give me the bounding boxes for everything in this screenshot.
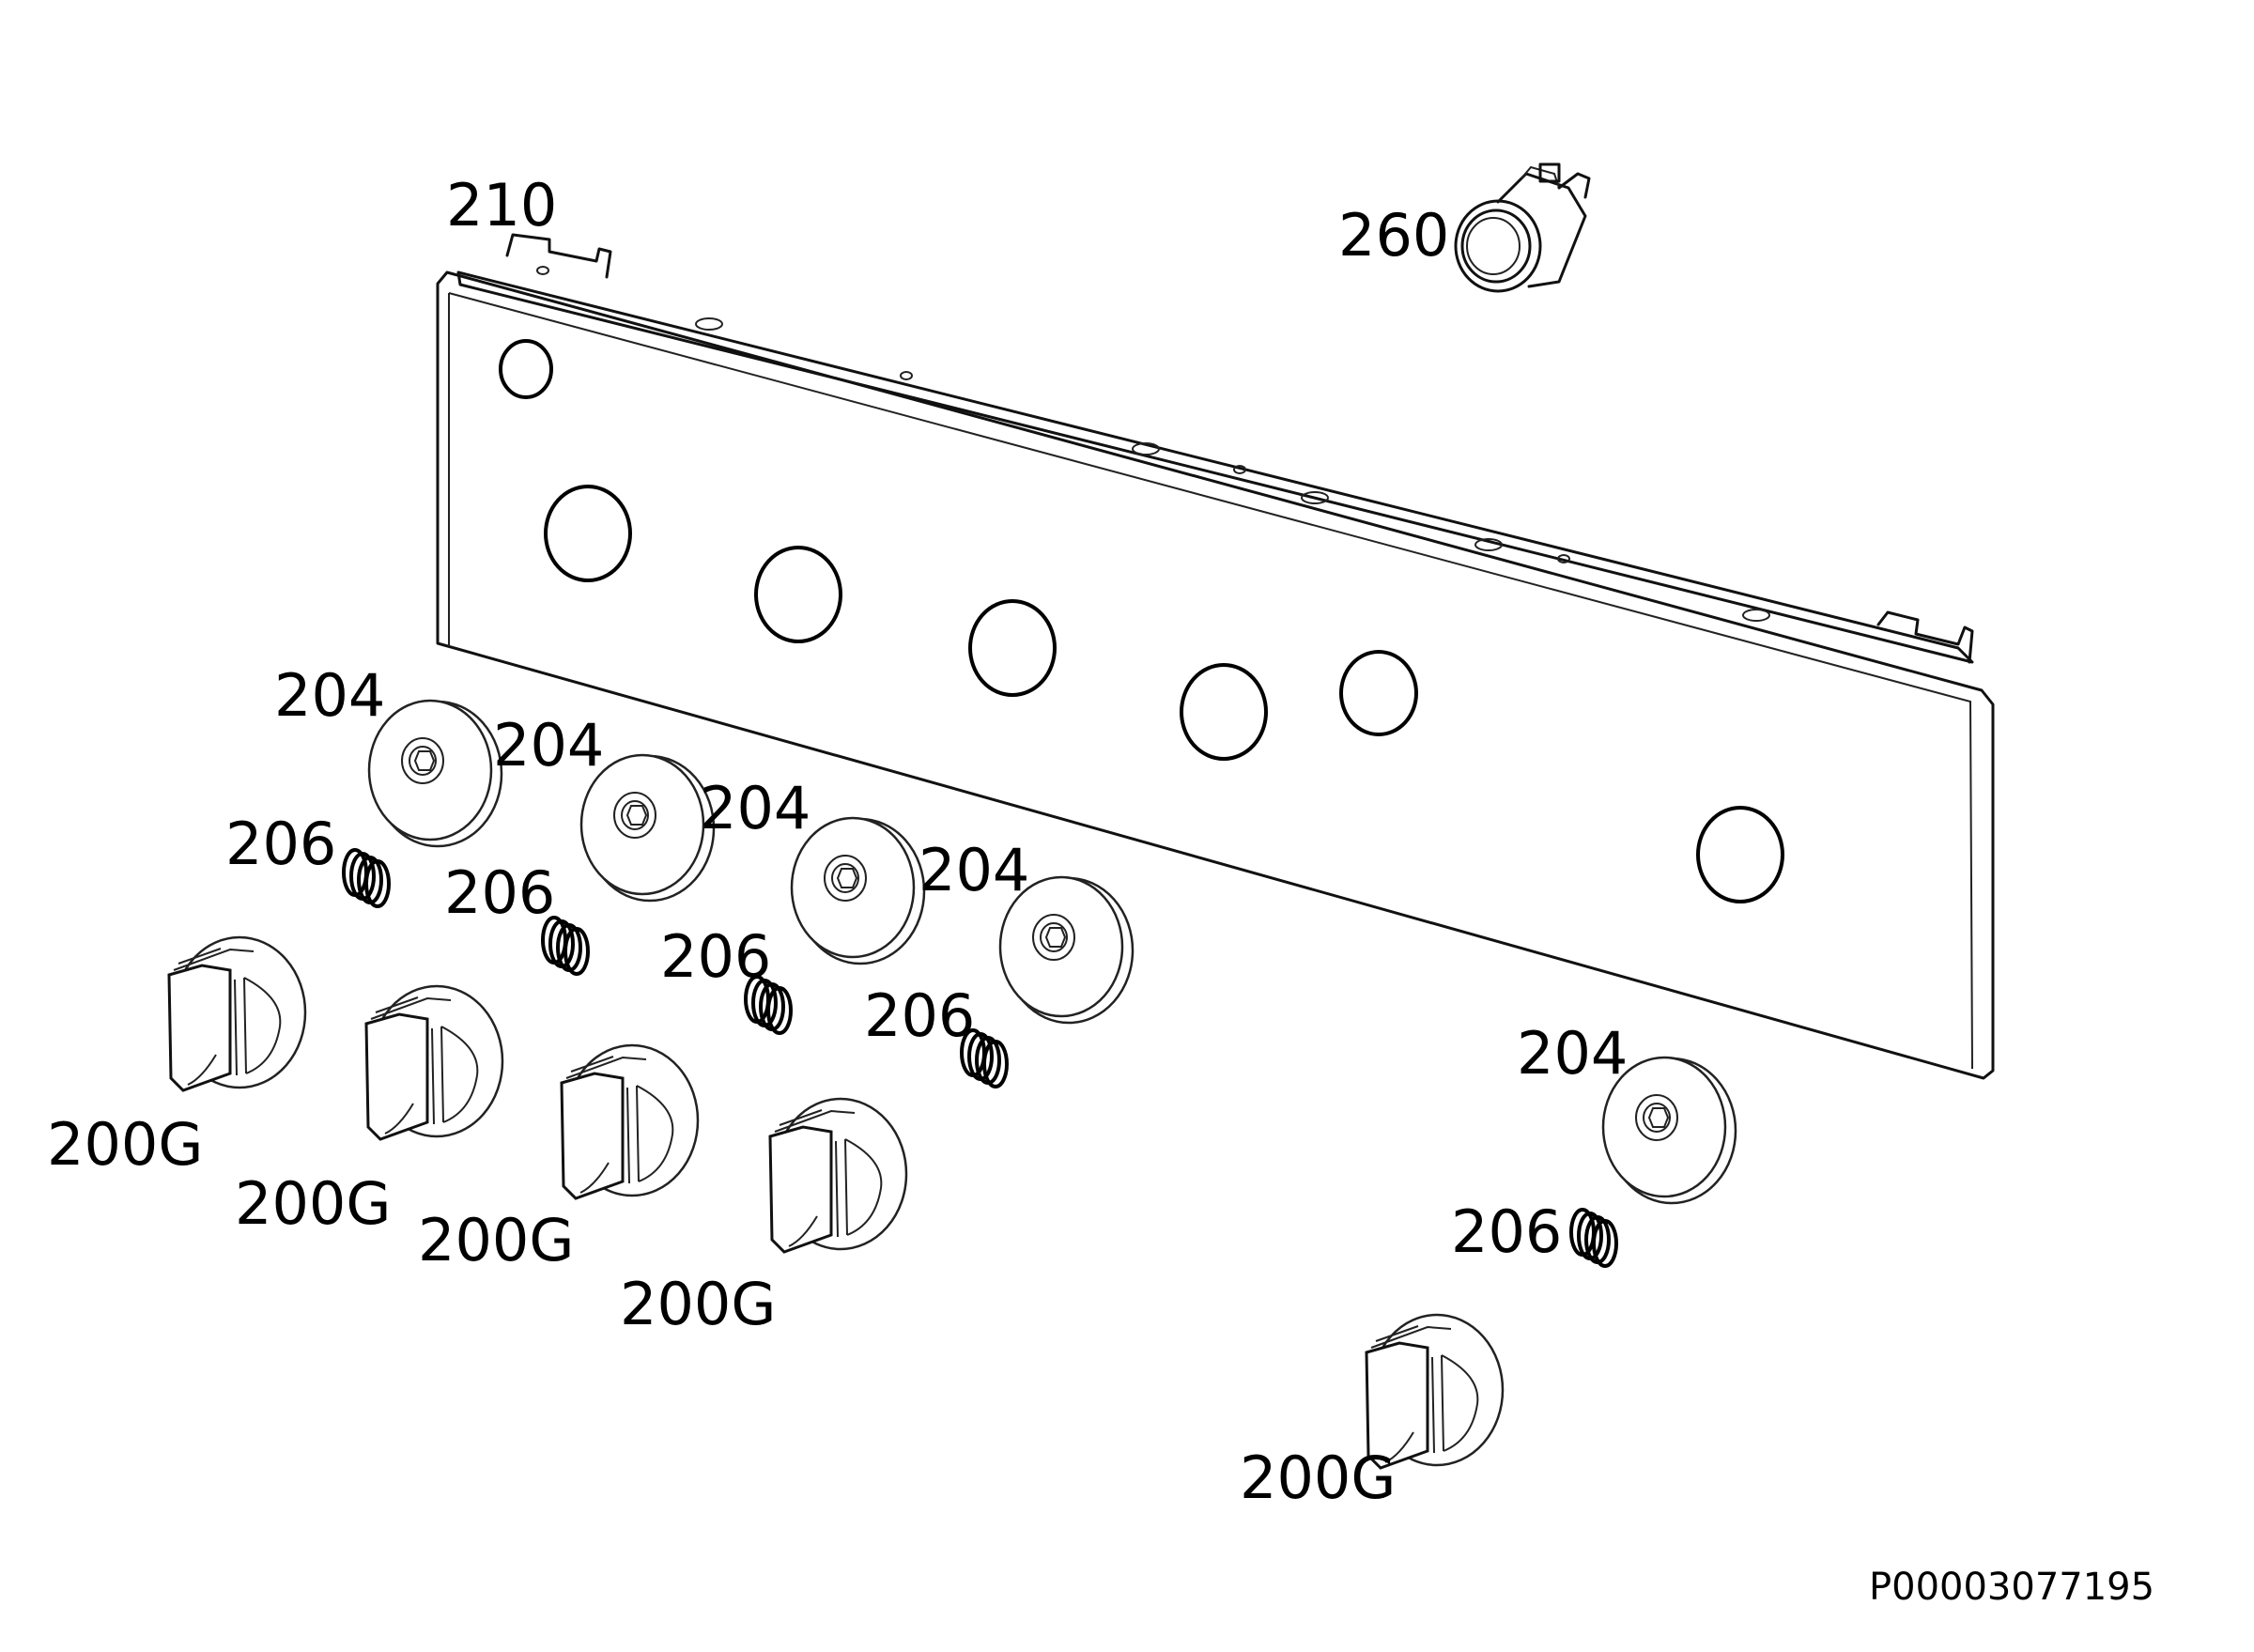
bezel-group [367,699,1737,1205]
bezel-ring [790,816,926,965]
indicator-lamp [1454,162,1591,293]
coil-spring [960,1028,1009,1088]
label-knob: 200G [47,1110,203,1179]
label-knob: 200G [418,1206,574,1274]
panel-holes [499,339,1784,903]
control-panel [436,233,1995,1080]
control-knob [560,1043,700,1200]
control-knob [167,935,307,1092]
bezel-ring [998,875,1135,1025]
label-bezel: 204 [700,774,811,842]
label-spring: 206 [864,981,975,1050]
coil-spring [744,975,793,1035]
label-spring: 206 [444,858,555,927]
callout-labels: 210 260 204 204 204 204 204 206 206 206 … [47,171,2154,1609]
diagram-code: P00003077195 [1869,1566,2154,1609]
label-knob: 200G [235,1169,391,1238]
knob-group [167,935,1505,1470]
label-bezel: 204 [493,711,604,780]
bezel-ring [1601,1056,1737,1205]
label-lamp: 260 [1338,201,1449,270]
bezel-ring [579,753,716,903]
label-bezel: 204 [1517,1019,1628,1088]
panel-rivets [536,266,1770,622]
label-panel: 210 [446,171,557,239]
label-knob: 200G [1240,1444,1396,1512]
coil-spring [541,916,590,976]
spring-group [342,848,1618,1268]
label-spring: 206 [660,922,771,991]
coil-spring [1569,1208,1618,1268]
coil-spring [342,848,391,908]
bezel-ring [367,699,503,848]
label-bezel: 204 [919,836,1029,904]
control-knob [768,1097,908,1254]
control-knob [364,984,504,1141]
control-knob [1365,1313,1505,1470]
label-spring: 206 [1451,1197,1562,1266]
label-spring: 206 [225,810,336,878]
label-knob: 200G [620,1270,776,1338]
label-bezel: 204 [274,661,385,730]
